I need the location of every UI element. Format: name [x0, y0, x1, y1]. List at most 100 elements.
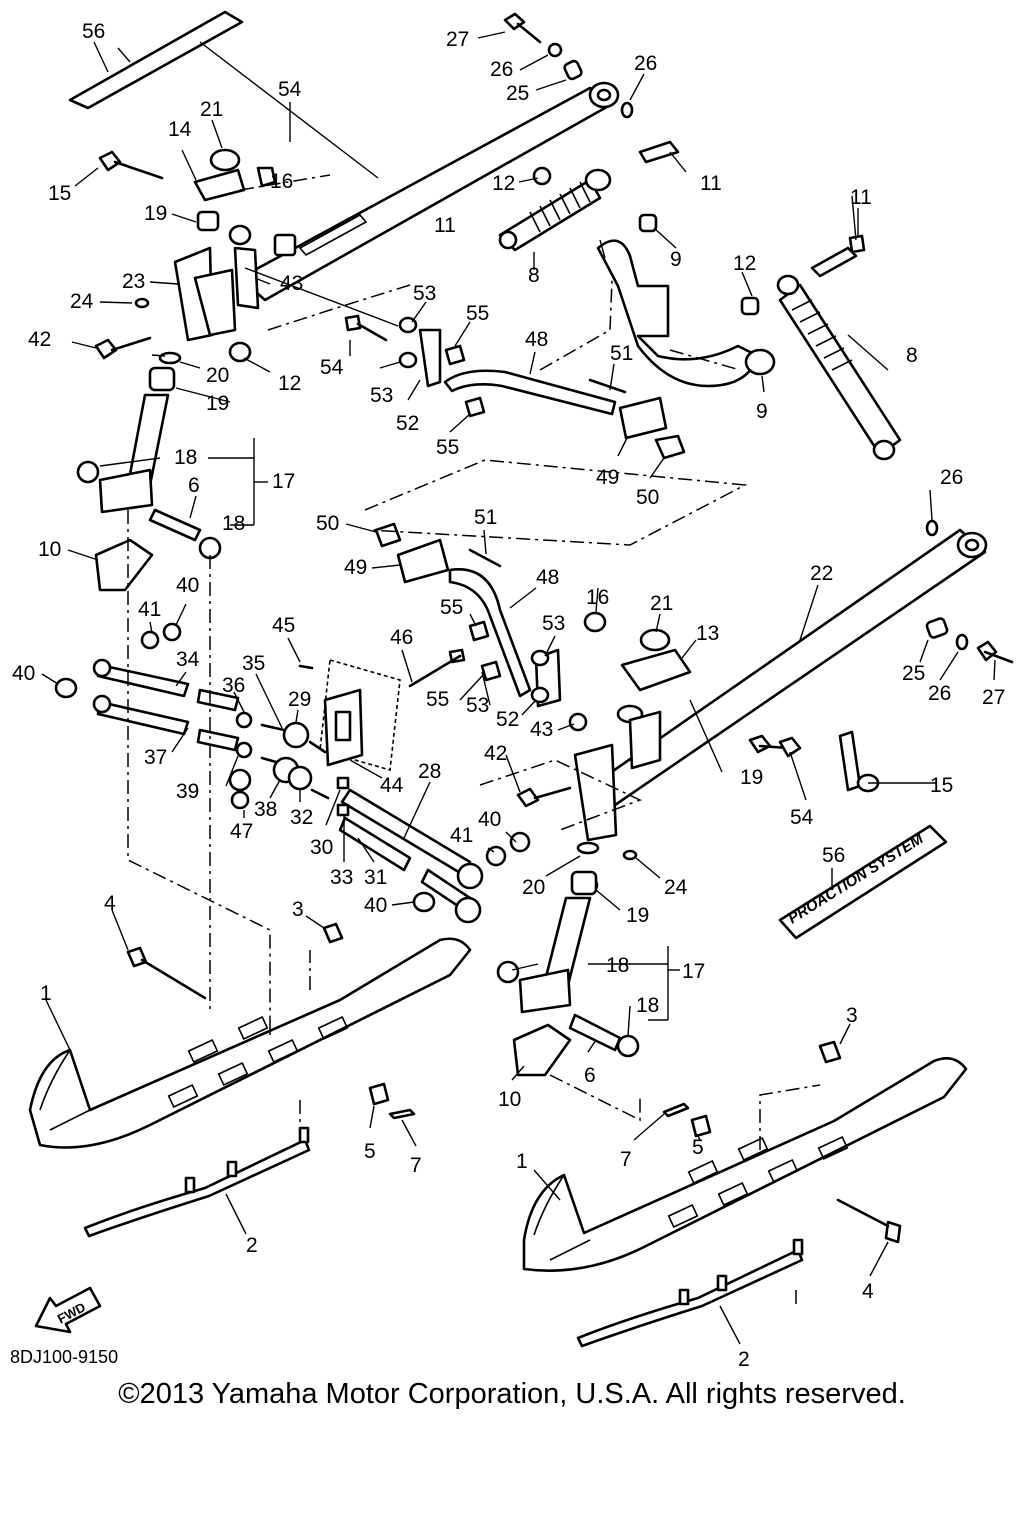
callout-28: 28: [418, 760, 441, 783]
callout-1: 1: [40, 982, 52, 1005]
shock-absorber-upper-2: [740, 234, 902, 461]
callout-17: 17: [682, 960, 705, 983]
callout-51: 51: [474, 506, 497, 529]
bolt-27-upper: [503, 12, 634, 119]
callout-50: 50: [316, 512, 339, 535]
callout-2: 2: [738, 1348, 750, 1371]
callout-53: 53: [413, 282, 436, 305]
callout-11: 11: [434, 214, 456, 237]
shock-bracket-arm: [596, 239, 776, 388]
decal-proaction-system: PROACTION SYSTEM: [778, 824, 948, 940]
callout-53: 53: [466, 694, 489, 717]
callout-49: 49: [344, 556, 367, 579]
wear-bar-right: [576, 1238, 804, 1348]
callout-10: 10: [38, 538, 61, 561]
callout-54: 54: [790, 806, 814, 829]
callout-55: 55: [466, 302, 489, 325]
leader-lines: [41, 31, 996, 1345]
callout-6: 6: [188, 474, 200, 497]
callout-11: 11: [850, 186, 872, 209]
callout-55: 55: [436, 436, 459, 459]
callout-54: 54: [320, 356, 344, 379]
callout-56: 56: [82, 20, 105, 43]
callout-51: 51: [610, 342, 633, 365]
callout-10: 10: [498, 1088, 521, 1111]
callout-2: 2: [246, 1234, 258, 1257]
callout-12: 12: [733, 252, 756, 275]
bumper-lower: [512, 1023, 572, 1077]
callout-13: 13: [696, 622, 719, 645]
drawing-code: 8DJ100-9150: [10, 1347, 119, 1367]
callout-23: 23: [122, 270, 145, 293]
callout-19: 19: [626, 904, 649, 927]
callout-47: 47: [230, 820, 253, 843]
callout-38: 38: [254, 798, 277, 821]
callout-5: 5: [364, 1140, 376, 1163]
callout-19: 19: [144, 202, 167, 225]
callout-19: 19: [740, 766, 763, 789]
radius-rod-upper: [54, 622, 240, 712]
callout-22: 22: [810, 562, 833, 585]
callout-14: 14: [168, 118, 192, 141]
callout-3: 3: [846, 1004, 858, 1027]
frame-plate: [298, 658, 401, 772]
callout-55: 55: [440, 596, 463, 619]
callout-54: 54: [278, 78, 302, 101]
callout-37: 37: [144, 746, 167, 769]
callout-31: 31: [364, 866, 387, 889]
copyright-notice: ©2013 Yamaha Motor Corporation, U.S.A. A…: [118, 1378, 906, 1410]
callout-12: 12: [492, 172, 515, 195]
callout-27: 27: [982, 686, 1005, 709]
callout-25: 25: [506, 82, 529, 105]
callout-30: 30: [310, 836, 333, 859]
callout-56: 56: [822, 844, 845, 867]
callout-12: 12: [278, 372, 301, 395]
assembly-lines: [127, 174, 821, 1305]
callout-53: 53: [542, 612, 565, 635]
callout-26: 26: [634, 52, 657, 75]
callout-4: 4: [862, 1280, 874, 1303]
callout-53: 53: [370, 384, 393, 407]
callout-5: 5: [692, 1136, 704, 1159]
callout-1: 1: [516, 1150, 528, 1173]
callout-7: 7: [410, 1154, 422, 1177]
callout-6: 6: [584, 1064, 596, 1087]
callout-18: 18: [222, 512, 245, 535]
callout-25: 25: [902, 662, 925, 685]
steering-column-lower: [516, 704, 802, 895]
callout-55: 55: [426, 688, 449, 711]
callout-46: 46: [390, 626, 413, 649]
callout-43: 43: [530, 718, 553, 741]
callout-35: 35: [242, 652, 265, 675]
callout-33: 33: [330, 866, 353, 889]
steering-column-upper: [94, 210, 297, 363]
callout-18: 18: [636, 994, 659, 1017]
callout-29: 29: [288, 688, 311, 711]
radius-rod-lower: [92, 694, 240, 752]
callout-4: 4: [104, 892, 116, 915]
callout-26: 26: [928, 682, 951, 705]
callout-11: 11: [700, 172, 722, 195]
callout-52: 52: [396, 412, 419, 435]
callout-9: 9: [670, 248, 682, 271]
callout-34: 34: [176, 648, 200, 671]
callout-15: 15: [48, 182, 71, 205]
callout-21: 21: [200, 98, 223, 121]
rod-ends: [228, 711, 330, 810]
callout-3: 3: [292, 898, 304, 921]
ski-right: [522, 1040, 968, 1272]
callout-16: 16: [270, 170, 293, 193]
callout-26: 26: [490, 58, 513, 81]
callout-16: 16: [586, 586, 609, 609]
callout-24: 24: [70, 290, 94, 313]
spindle-lower: [496, 870, 640, 1058]
callout-41: 41: [450, 824, 473, 847]
callout-7: 7: [620, 1148, 632, 1171]
callout-21: 21: [650, 592, 673, 615]
fwd-arrow-icon: FWD: [34, 1286, 102, 1334]
callout-41: 41: [138, 598, 161, 621]
callout-44: 44: [380, 774, 404, 797]
ski-left: [28, 922, 472, 1149]
callout-50: 50: [636, 486, 659, 509]
